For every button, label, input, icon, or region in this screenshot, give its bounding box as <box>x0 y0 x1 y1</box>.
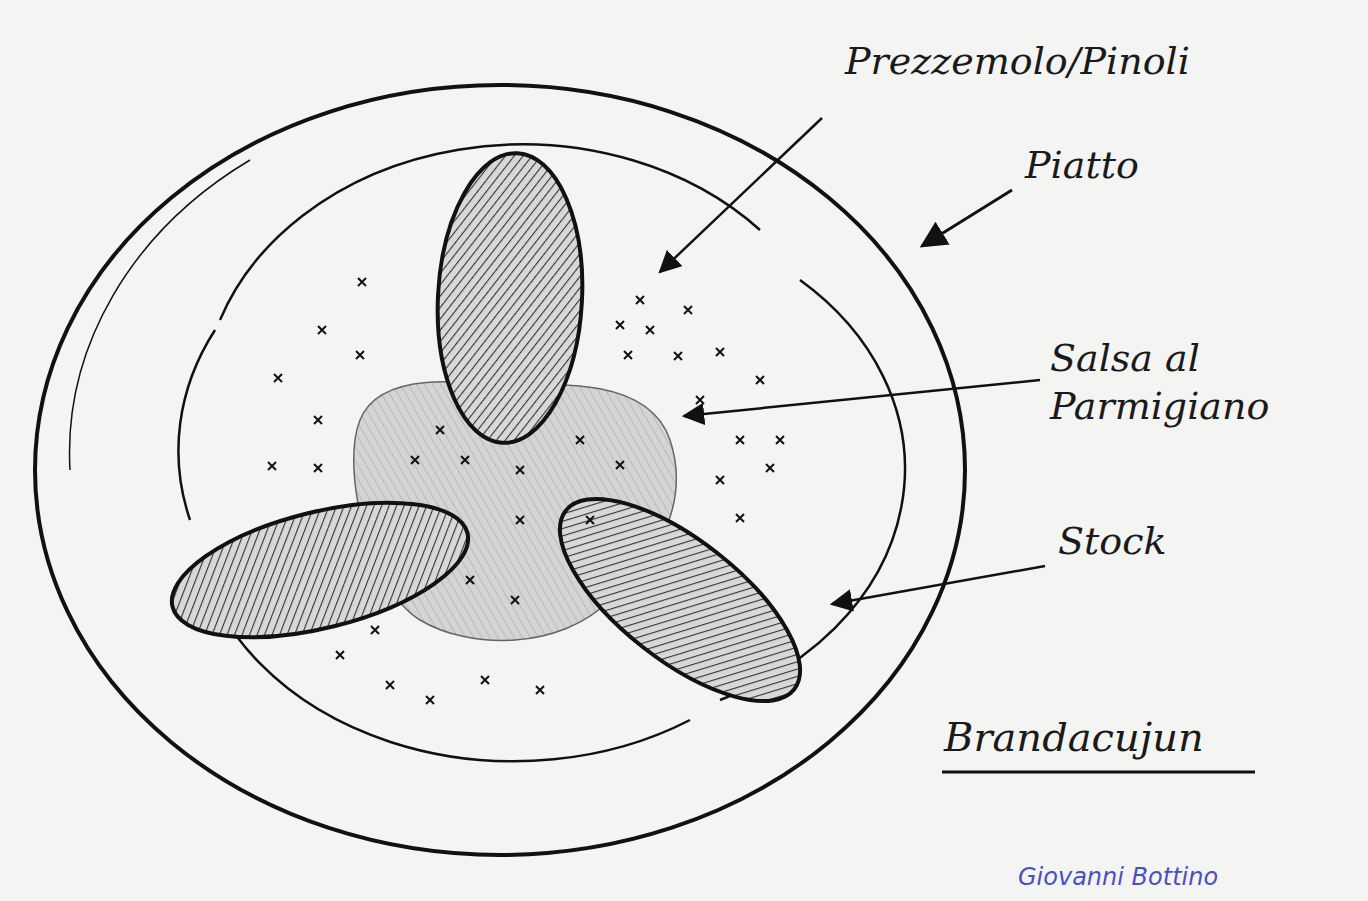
title-underline <box>942 771 1255 774</box>
garnish-mark <box>624 351 632 359</box>
garnish-mark <box>716 348 724 356</box>
garnish-mark <box>274 374 282 382</box>
leader-line <box>660 118 822 272</box>
garnish-mark <box>536 686 544 694</box>
garnish-mark <box>684 306 692 314</box>
garnish-mark <box>756 376 764 384</box>
garnish-mark <box>358 278 366 286</box>
garnish-mark <box>766 464 774 472</box>
leader-line <box>922 190 1012 246</box>
garnish-mark <box>411 456 419 464</box>
ingredient-label: Prezzemolo/Pinoli <box>845 38 1190 86</box>
sauce-label: Salsa al Parmigiano <box>1050 335 1300 430</box>
garnish-mark <box>636 296 644 304</box>
garnish-mark <box>586 516 594 524</box>
author-signature: Giovanni Bottino <box>1018 862 1218 892</box>
garnish-mark <box>511 596 519 604</box>
garnish-mark <box>616 461 624 469</box>
garnish-mark <box>436 426 444 434</box>
garnish-mark <box>646 326 654 334</box>
garnish-mark <box>616 321 624 329</box>
leader-line <box>832 566 1045 604</box>
parsley-pine-nuts <box>268 278 784 704</box>
garnish-mark <box>516 516 524 524</box>
garnish-mark <box>336 651 344 659</box>
leader-line <box>684 380 1040 416</box>
garnish-mark <box>268 462 276 470</box>
garnish-mark <box>696 396 704 404</box>
garnish-mark <box>386 681 394 689</box>
dish-title: Brandacujun <box>944 712 1204 762</box>
quenelle <box>529 463 831 736</box>
plate-well <box>178 330 215 520</box>
garnish-mark <box>356 351 364 359</box>
garnish-mark <box>371 626 379 634</box>
garnish-mark <box>576 436 584 444</box>
garnish-mark <box>481 676 489 684</box>
garnish-mark <box>776 436 784 444</box>
plate-label: Piatto <box>1025 142 1139 190</box>
garnish-mark <box>314 464 322 472</box>
garnish-mark <box>736 436 744 444</box>
garnish-mark <box>736 514 744 522</box>
garnish-mark <box>716 476 724 484</box>
garnish-mark <box>516 466 524 474</box>
garnish-mark <box>318 326 326 334</box>
quenelle <box>431 149 590 446</box>
garnish-mark <box>461 456 469 464</box>
plate-rim <box>35 85 965 855</box>
garnish-mark <box>674 352 682 360</box>
stock-label: Stock <box>1058 518 1167 566</box>
quenelle <box>158 477 481 663</box>
garnish-mark <box>426 696 434 704</box>
garnish-mark <box>314 416 322 424</box>
garnish-mark <box>466 576 474 584</box>
